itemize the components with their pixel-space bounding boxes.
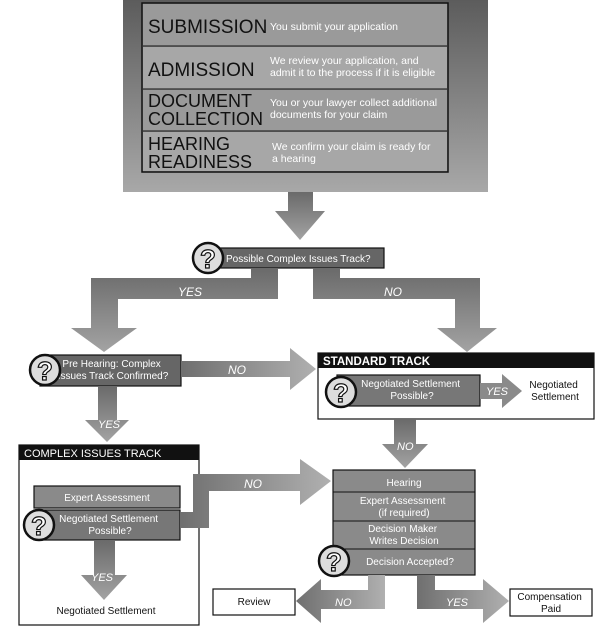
standard-outcome: Negotiated Settlement xyxy=(529,380,580,403)
review-box xyxy=(212,588,296,616)
question-icon xyxy=(317,544,351,578)
stage-name: SUBMISSION xyxy=(148,17,267,38)
question-icon xyxy=(22,508,56,542)
expert-assessment: Expert Assessment xyxy=(64,493,150,504)
hearing-row: Decision Maker Writes Decision xyxy=(368,524,440,547)
hearing-row: Decision Accepted? xyxy=(366,557,454,568)
branch-label-yes: YES xyxy=(98,419,121,431)
svg-text:?: ? xyxy=(37,356,53,386)
standard-track-panel: STANDARD TRACK Negotiated Settlement Pos… xyxy=(317,352,595,420)
stage-description: We review your application, and admit it… xyxy=(270,55,435,79)
stage-row-hearing-readiness: HEARING READINESS We confirm your claim … xyxy=(143,132,447,172)
arrow-standard-yes xyxy=(480,374,522,408)
question-icon xyxy=(28,353,62,387)
arrow-standard-no xyxy=(382,419,428,468)
stage-name: HEARING READINESS xyxy=(148,134,252,172)
complex-outcome: Negotiated Settlement xyxy=(57,606,156,617)
decision-label: Negotiated Settlement Possible? xyxy=(59,514,161,537)
arrow-accepted-no xyxy=(296,575,385,623)
decision-prehearing: Pre Hearing: Complex Issues Track Confir… xyxy=(28,353,182,387)
arrow-accepted-yes xyxy=(417,575,509,623)
arrow-top-no xyxy=(313,268,497,352)
hearing-row: Expert Assessment (if required) xyxy=(360,496,448,519)
decision-possible-complex: Possible Complex Issues Track? ? xyxy=(191,241,385,275)
branch-label-no: NO xyxy=(244,477,262,491)
arrow-prehearing-yes xyxy=(85,386,129,442)
standard-track-title: STANDARD TRACK xyxy=(323,356,431,368)
svg-text:?: ? xyxy=(31,511,47,541)
branch-label-yes: YES xyxy=(446,597,469,609)
arrow-prehearing-no xyxy=(181,348,316,390)
arrow-complex-no xyxy=(180,459,331,528)
svg-text:?: ? xyxy=(326,547,342,577)
stage-description: You submit your application xyxy=(270,21,398,33)
review-label: Review xyxy=(238,597,272,608)
branch-label-no: NO xyxy=(228,363,246,377)
stage-row-submission: SUBMISSION You submit your application xyxy=(143,4,447,46)
stage-description: We confirm your claim is ready for a hea… xyxy=(272,141,433,165)
branch-label-yes: YES xyxy=(91,572,114,584)
question-icon xyxy=(324,375,358,409)
svg-text:?: ? xyxy=(333,378,349,408)
arrow-complex-yes xyxy=(81,540,127,600)
decision-label: Negotiated Settlement Possible? xyxy=(361,379,463,402)
stage-name: ADMISSION xyxy=(148,60,255,81)
stage-name: DOCUMENT COLLECTION xyxy=(148,91,263,129)
compensation-box xyxy=(509,588,593,617)
hearing-box: Hearing Expert Assessment (if required) … xyxy=(317,469,476,578)
compensation-label: Compensation Paid xyxy=(517,592,584,615)
branch-label-no: NO xyxy=(335,597,352,609)
decision-label: Possible Complex Issues Track? xyxy=(226,254,371,265)
question-icon xyxy=(191,241,225,275)
stage-row-document-collection: DOCUMENT COLLECTION You or your lawyer c… xyxy=(143,90,447,131)
complex-track-title: COMPLEX ISSUES TRACK xyxy=(24,448,162,460)
branch-label-no: NO xyxy=(397,441,414,453)
arrow-top-yes xyxy=(71,268,278,352)
decision-label: Pre Hearing: Complex Issues Track Confir… xyxy=(58,359,169,382)
complex-track-panel: COMPLEX ISSUES TRACK Expert Assessment N… xyxy=(18,444,200,626)
branch-label-no: NO xyxy=(384,285,402,299)
branch-label-yes: YES xyxy=(178,285,202,299)
stage-row-admission: ADMISSION We review your application, an… xyxy=(143,47,447,89)
svg-text:?: ? xyxy=(200,244,216,274)
arrow-down-main xyxy=(275,192,325,240)
hearing-row: Hearing xyxy=(386,478,421,489)
stage-description: You or your lawyer collect additional do… xyxy=(270,97,440,121)
branch-label-yes: YES xyxy=(486,386,509,398)
